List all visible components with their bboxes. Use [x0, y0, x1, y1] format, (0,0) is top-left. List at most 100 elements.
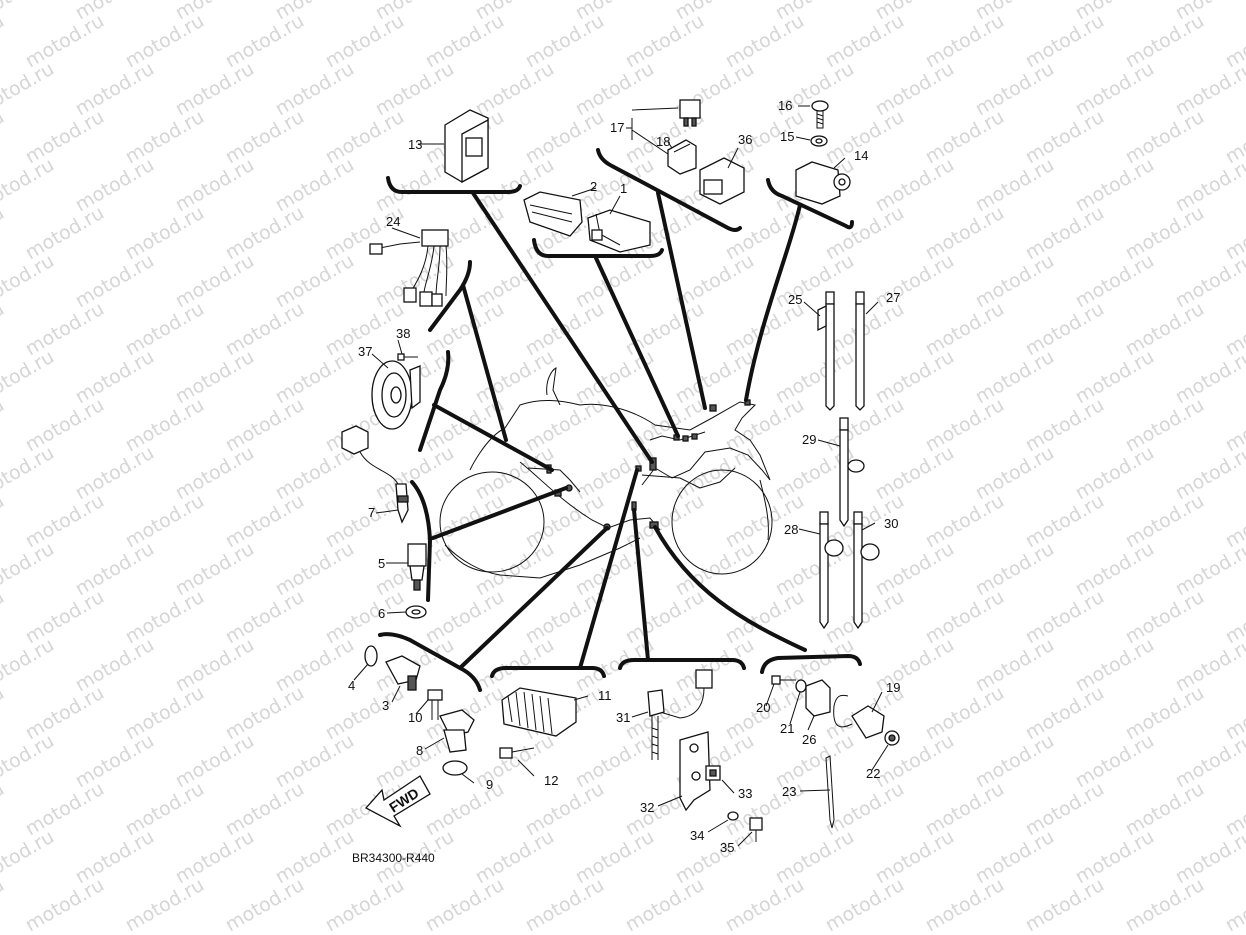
watermark-text: motod.ru	[422, 874, 508, 935]
watermark-text: motod.ru	[1022, 490, 1108, 553]
watermark-text: motod.ru	[122, 10, 208, 73]
callout-20: 20	[756, 700, 770, 715]
callout-36: 36	[738, 132, 752, 147]
watermark-text: motod.ru	[22, 106, 108, 169]
watermark-text: motod.ru	[1072, 634, 1158, 697]
watermark-text: motod.ru	[722, 298, 808, 361]
callout-14: 14	[854, 148, 868, 163]
part-38-bolt	[397, 353, 418, 361]
watermark-text: motod.ru	[772, 826, 858, 889]
drawing-code: BR34300-R440	[352, 851, 435, 865]
watermark-text: motod.ru	[72, 538, 158, 601]
watermark-text: motod.ru	[122, 586, 208, 649]
part-22-nut	[884, 730, 900, 746]
watermark-text: motod.ru	[872, 538, 958, 601]
watermark-text: motod.ru	[0, 826, 58, 889]
part-10-bolt	[427, 689, 443, 720]
part-3-sensor	[385, 655, 421, 691]
watermark-text: motod.ru	[172, 730, 258, 793]
watermark-text: motod.ru	[322, 586, 408, 649]
watermark-text: motod.ru	[422, 10, 508, 73]
watermark-text: motod.ru	[122, 298, 208, 361]
watermark-text: motod.ru	[322, 874, 408, 935]
watermark-text: motod.ru	[72, 346, 158, 409]
part-33-grommet	[705, 765, 721, 781]
watermark-text: motod.ru	[172, 250, 258, 313]
callout-29: 29	[802, 432, 816, 447]
watermark-text: motod.ru	[122, 490, 208, 553]
watermark-text: motod.ru	[622, 10, 708, 73]
watermark-text: motod.ru	[222, 298, 308, 361]
watermark-text: motod.ru	[1122, 778, 1208, 841]
watermark-text: motod.ru	[372, 58, 458, 121]
callout-25: 25	[788, 292, 802, 307]
callout-21: 21	[780, 721, 794, 736]
watermark-text: motod.ru	[222, 202, 308, 265]
part-18-bracket	[667, 139, 697, 175]
watermark-text: motod.ru	[272, 346, 358, 409]
callout-numbers: 1234567891011121314151617181920212223242…	[348, 98, 900, 855]
watermark-text: motod.ru	[0, 442, 58, 505]
callout-2: 2	[590, 179, 597, 194]
watermark-text: motod.ru	[72, 826, 158, 889]
watermark-text: motod.ru	[72, 58, 158, 121]
watermark-text: motod.ru	[72, 154, 158, 217]
part-16-screw	[811, 100, 829, 129]
watermark-text: motod.ru	[0, 538, 58, 601]
part-9-oring	[442, 760, 468, 776]
watermark-text: motod.ru	[772, 538, 858, 601]
callout-28: 28	[784, 522, 798, 537]
watermark-text: motod.ru	[322, 682, 408, 745]
part-17-relay	[679, 99, 701, 127]
watermark-text: motod.ru	[122, 682, 208, 745]
watermark-text: motod.ru	[0, 874, 8, 935]
part-5-sensor	[407, 543, 427, 591]
watermark-text: motod.ru	[222, 778, 308, 841]
watermark-text: motod.ru	[22, 778, 108, 841]
watermark-text: motod.ru	[322, 10, 408, 73]
watermark-text: motod.ru	[272, 154, 358, 217]
watermark-text: motod.ru	[672, 826, 758, 889]
watermark-text: motod.ru	[0, 778, 8, 841]
callout-leaders	[353, 105, 889, 847]
watermark-text: motod.ru	[1122, 682, 1208, 745]
watermark-text: motod.ru	[172, 58, 258, 121]
watermark-text: motod.ru	[72, 250, 158, 313]
part-21-washer	[795, 679, 807, 693]
watermark-text: motod.ru	[22, 394, 108, 457]
watermark-text: motod.ru	[172, 346, 258, 409]
watermark-text: motod.ru	[1172, 634, 1246, 697]
watermark-text: motod.ru	[1022, 10, 1108, 73]
watermark-text: motod.ru	[222, 10, 308, 73]
part-28-clamp	[819, 511, 844, 630]
callout-9: 9	[486, 777, 493, 792]
watermark-text: motod.ru	[1072, 826, 1158, 889]
part-34-collar	[727, 811, 739, 821]
part-35-bolt	[749, 817, 763, 842]
watermark-text: motod.ru	[1122, 394, 1208, 457]
callout-7: 7	[368, 505, 375, 520]
watermark-text: motod.ru	[522, 106, 608, 169]
watermark-text: motod.ru	[0, 298, 8, 361]
group-brackets	[378, 148, 862, 692]
part-26-bracket	[805, 679, 831, 717]
watermark-text: motod.ru	[872, 442, 958, 505]
watermark-text: motod.ru	[1172, 58, 1246, 121]
watermark-text: motod.ru	[1122, 106, 1208, 169]
callout-18: 18	[656, 134, 670, 149]
watermark-text: motod.ru	[822, 586, 908, 649]
watermark-text: motod.ru	[1122, 490, 1208, 553]
callout-11: 11	[598, 688, 612, 703]
watermark-text: motod.ru	[572, 346, 658, 409]
watermark-text: motod.ru	[922, 586, 1008, 649]
callout-24: 24	[386, 214, 400, 229]
watermark-text: motod.ru	[1022, 202, 1108, 265]
watermark-text: motod.ru	[1072, 442, 1158, 505]
callout-23: 23	[782, 784, 796, 799]
watermark-text: motod.ru	[0, 250, 58, 313]
watermark-text: motod.ru	[222, 490, 308, 553]
watermark-text: motod.ru	[722, 10, 808, 73]
watermark-text: motod.ru	[422, 298, 508, 361]
